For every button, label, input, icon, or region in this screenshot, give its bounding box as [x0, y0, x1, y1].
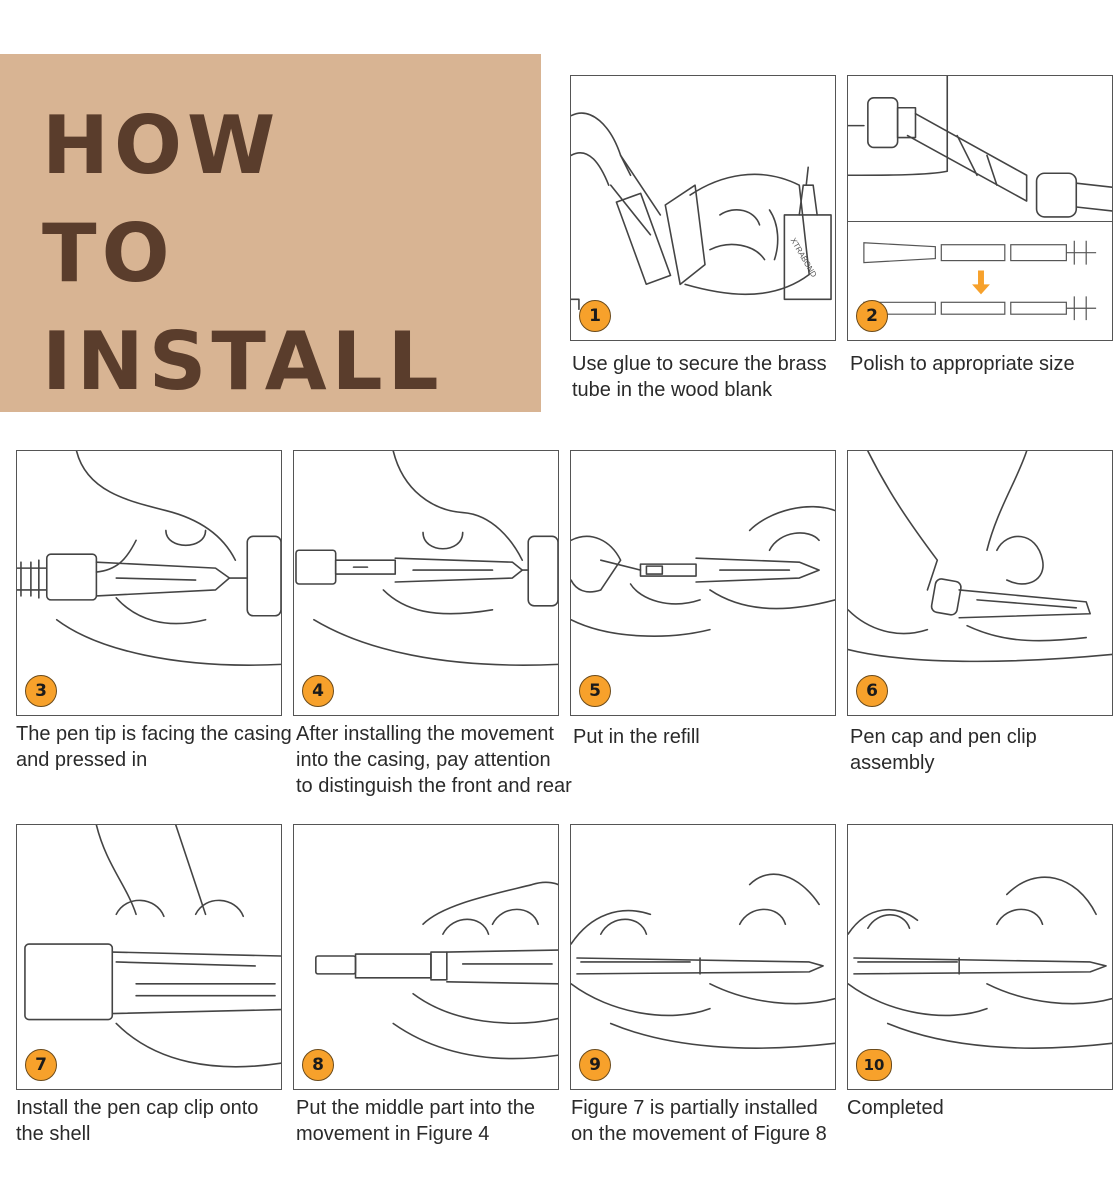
step-8-caption: Put the middle part into the movement in… — [296, 1097, 536, 1145]
step-8-panel: 8 — [293, 824, 559, 1090]
step-2-illustration — [848, 76, 1112, 321]
title-line-to: TO — [42, 207, 175, 300]
step-4-illustration — [295, 451, 558, 666]
step-2-panel: 2 — [847, 75, 1113, 341]
step-4-panel: 4 — [293, 450, 559, 716]
step-2-badge: 2 — [856, 300, 888, 332]
step-6-caption: Pen cap and pen clip assembly — [850, 726, 1037, 774]
step-7-illustration — [24, 825, 281, 1068]
step-10-badge: 10 — [856, 1049, 892, 1081]
step-5-caption: Put in the refill — [573, 726, 700, 748]
step-7-badge: 7 — [25, 1049, 57, 1081]
step-10-caption: Completed — [847, 1097, 944, 1119]
step-5-badge: 5 — [579, 675, 611, 707]
step-7-panel: 7 — [16, 824, 282, 1090]
step-10-illustration — [848, 876, 1112, 1049]
step-5-panel: 5 — [570, 450, 836, 716]
title-banner: HOW TO INSTALL — [0, 54, 541, 412]
step-3-illustration — [17, 451, 281, 666]
step-4-badge: 4 — [302, 675, 334, 707]
svg-text:XTRABOND: XTRABOND — [789, 236, 819, 279]
step-2-caption: Polish to appropriate size — [850, 353, 1075, 375]
step-7-caption: Install the pen cap clip onto the shell — [16, 1097, 259, 1145]
step-9-badge: 9 — [579, 1049, 611, 1081]
step-6-panel: 6 — [847, 450, 1113, 716]
step-3-caption: The pen tip is facing the casing and pre… — [16, 723, 292, 771]
step-9-panel: 9 — [570, 824, 836, 1090]
step-4-caption: After installing the movement into the c… — [296, 723, 572, 797]
step-5-illustration — [571, 505, 835, 637]
step-6-illustration — [848, 451, 1112, 663]
step-2-divider — [848, 221, 1112, 222]
step-6-badge: 6 — [856, 675, 888, 707]
step-1-panel: XTRABOND 1 — [570, 75, 836, 341]
step-8-illustration — [315, 881, 558, 1060]
step-1-badge: 1 — [579, 300, 611, 332]
title-line-how: HOW — [42, 99, 281, 192]
step-10-panel: 10 — [847, 824, 1113, 1090]
step-1-illustration: XTRABOND — [571, 112, 832, 311]
title-line-install: INSTALL — [42, 315, 444, 408]
step-1-caption: Use glue to secure the brass tube in the… — [572, 353, 827, 401]
step-9-illustration — [571, 873, 835, 1049]
step-8-badge: 8 — [302, 1049, 334, 1081]
step-9-caption: Figure 7 is partially installed on the m… — [571, 1097, 827, 1145]
step-3-panel: 3 — [16, 450, 282, 716]
step-3-badge: 3 — [25, 675, 57, 707]
